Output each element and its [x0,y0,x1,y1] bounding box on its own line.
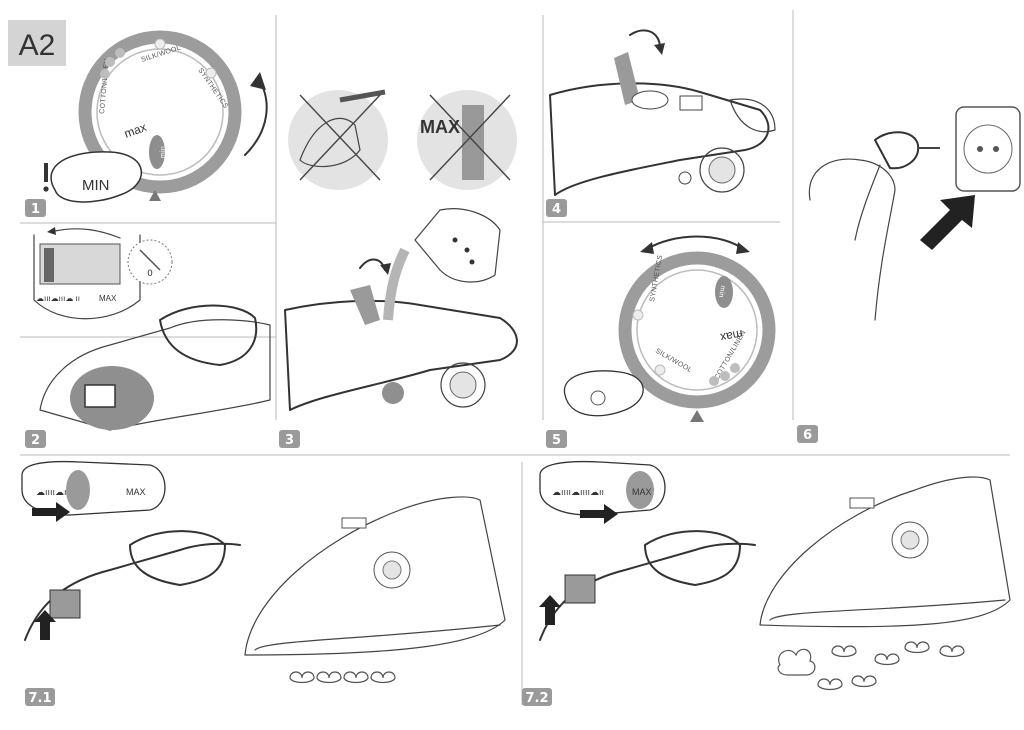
panel-7-1: ☁ıııı☁ıııı☁ıı MAX [21,460,506,684]
up-arrow [34,610,56,640]
svg-text:2: 2 [31,433,40,448]
lid [614,52,640,105]
svg-text:A2: A2 [19,29,56,62]
svg-text:5: 5 [552,433,561,448]
svg-text:min: min [717,285,726,298]
step-tag-1: 1 [25,199,46,217]
dial-min-marker [149,135,165,169]
up-arrow [539,595,561,625]
measuring-cup [414,208,501,283]
panel-dividers [20,10,1010,705]
panel-4 [549,29,776,196]
svg-text:3: 3 [285,433,294,448]
svg-text:4: 4 [552,202,561,217]
dial-max-label: max [122,120,148,141]
svg-text:MAX: MAX [99,294,117,303]
step-tag-2: 2 [25,430,46,448]
svg-text:☁ııı☁ııı☁ ıı: ☁ııı☁ııı☁ ıı [36,294,80,303]
rotate-arrow [244,77,268,156]
temperature-dial-ring [78,30,242,194]
svg-text:6: 6 [803,428,812,443]
step-tag-6: 6 [797,425,818,443]
push-arrow [920,195,975,250]
panel-1: min max COTTON/LINEN SILK/WOOL SYNTHETIC… [43,30,268,203]
max-callout-text: MAX [420,117,460,137]
panel-6 [808,106,1021,321]
svg-text:MAX: MAX [126,487,146,497]
panel-3: MAX [284,89,518,411]
svg-text:☁ıııı☁ıııı☁ıı: ☁ıııı☁ıııı☁ıı [36,487,88,497]
panel-5: min max SYNTHETICS SILK/WOOL COTTON/LINE… [563,235,776,422]
water-stream [383,247,410,321]
step-tag-7-2: 7.2 [522,688,552,706]
plug [874,131,920,170]
iron-7-2 [759,476,1011,628]
svg-text:MAX: MAX [632,487,652,497]
right-arrow [580,504,618,524]
min-callout [50,151,143,203]
step-tag-4: 4 [546,199,567,217]
svg-text:7.1: 7.1 [28,691,51,706]
step-tag-5: 5 [546,430,567,448]
svg-text:7.2: 7.2 [525,691,548,706]
indicator-triangle [149,190,161,201]
svg-text:☁ıııı☁ıııı☁ıı: ☁ıııı☁ıııı☁ıı [552,487,604,497]
section-label: A2 [8,20,66,66]
dial-cotton-label: COTTON/LINEN [99,58,111,114]
svg-text:max: max [719,327,744,345]
right-arrow [32,502,70,522]
rotate-arrow [644,235,746,251]
dial-min-label: min [160,146,167,158]
svg-text:0: 0 [147,269,153,279]
iron-7-1 [244,496,506,656]
temperature-dial-ring [618,251,776,409]
step-tags: 1 2 3 4 5 6 7.1 7.2 [25,199,818,706]
svg-text:1: 1 [31,202,40,217]
step-tag-7-1: 7.1 [25,688,55,706]
panel-7-2: ☁ıııı☁ıııı☁ıı MAX [539,460,1011,691]
lid [350,285,380,325]
panel-2: ☁ııı☁ııı☁ ıı MAX 0 [33,227,271,431]
step-tag-3: 3 [279,430,300,448]
min-callout-text: MIN [82,177,110,194]
